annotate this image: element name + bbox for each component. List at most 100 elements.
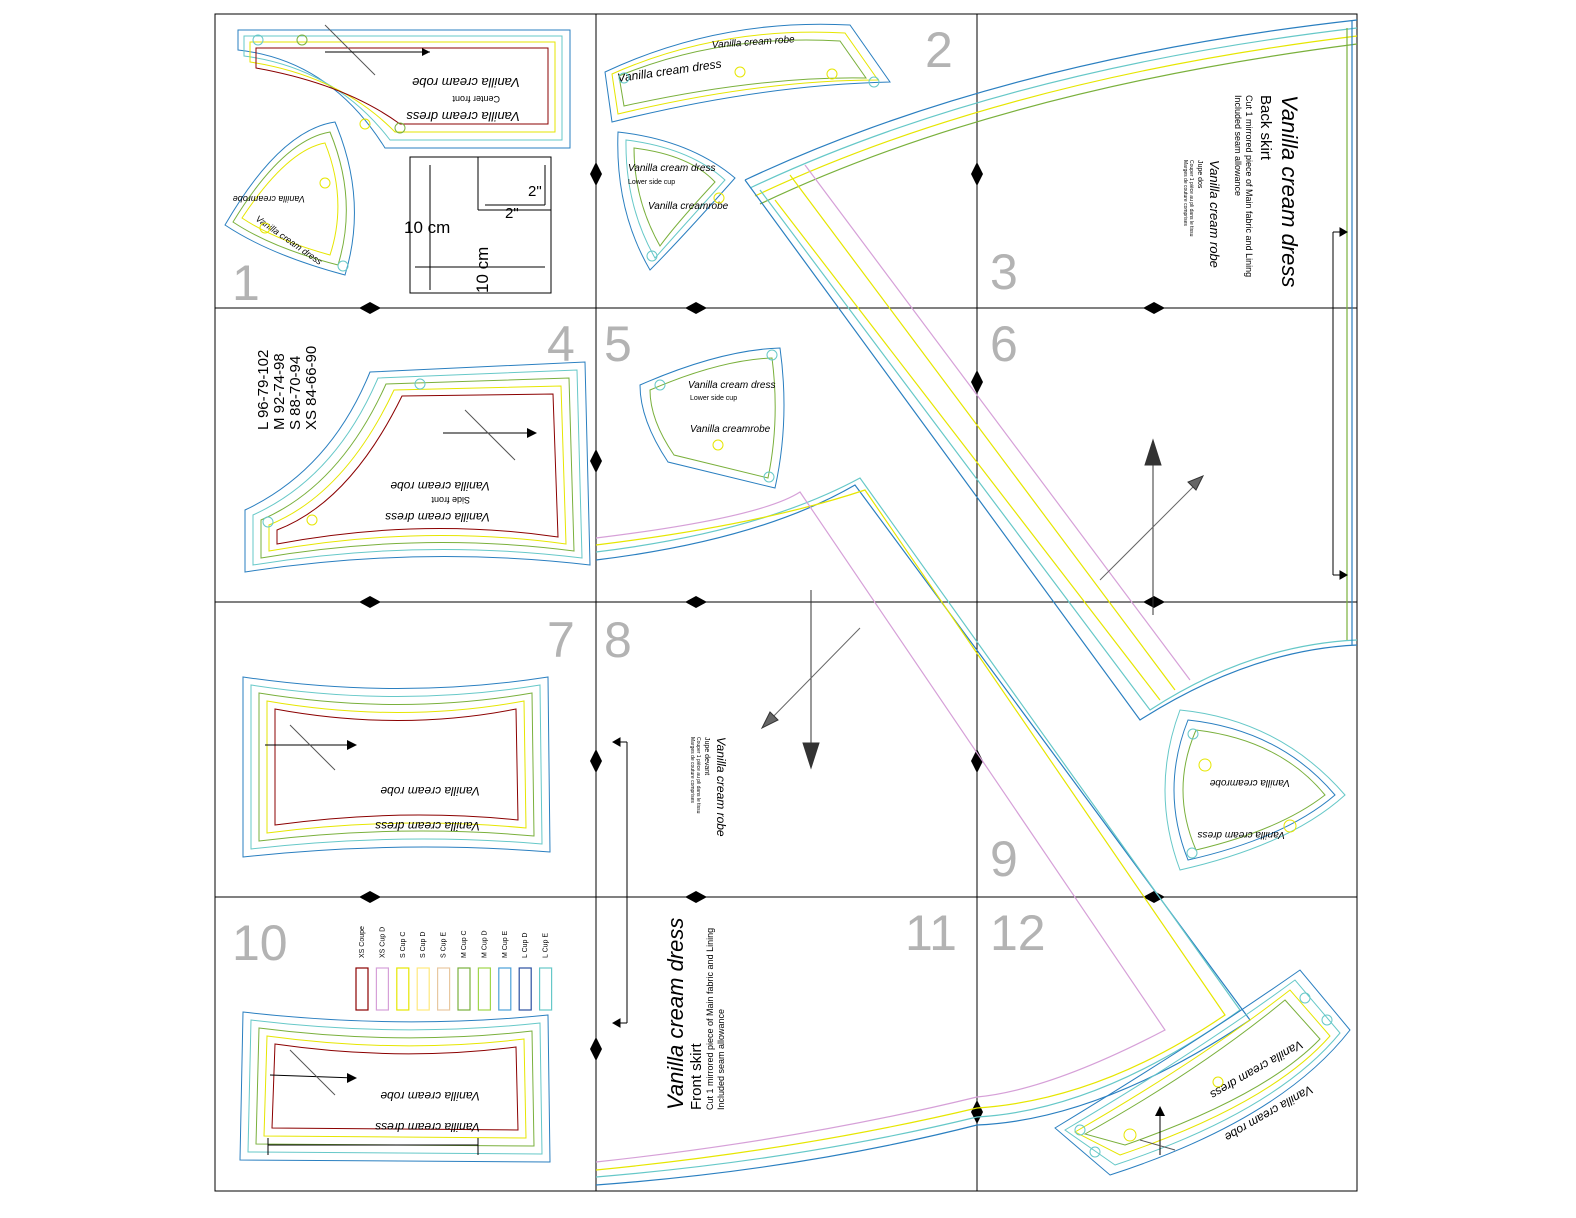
tile-grid bbox=[214, 13, 1358, 1192]
back-skirt-line2: Included seam allowance bbox=[1233, 95, 1243, 196]
grainline-arrows-tile6 bbox=[1099, 438, 1205, 615]
page-number-9: 9 bbox=[990, 831, 1018, 887]
front-skirt-line1: Cut 1 mirrored piece of Main fabric and … bbox=[705, 928, 715, 1110]
robe-label-center: Vanilla cream robe Jupe devant Couper 1 … bbox=[689, 737, 728, 837]
piece-label-robe-tile7: Vanilla cream robe bbox=[380, 784, 480, 798]
piece-label-dress-tile10: Vanilla cream dress bbox=[375, 1120, 480, 1134]
skirt-outlines bbox=[595, 19, 1358, 1186]
size-legend: XS Coupe XS Cup D S Cup C S Cup D S Cup E M C… bbox=[355, 926, 553, 1011]
legend-label: XS Cup D bbox=[379, 927, 386, 958]
page-number-2: 2 bbox=[925, 22, 953, 78]
piece-side-front-tile4: Vanilla cream dress Vanilla cream robe S… bbox=[244, 361, 591, 573]
piece-label-robe-tile10: Vanilla cream robe bbox=[380, 1089, 480, 1103]
grainline-arrows-tile8 bbox=[760, 590, 861, 770]
piece-waistband-tile7: Vanilla cream dress Vanilla cream robe bbox=[242, 676, 551, 858]
back-skirt-fr-title: Vanilla cream robe bbox=[1207, 160, 1222, 268]
scale-10cm-side: 10 cm bbox=[404, 218, 450, 237]
piece-label-robe: Vanilla cream robe bbox=[412, 75, 520, 90]
robe-center-piece: Jupe devant bbox=[703, 737, 710, 775]
piece-label-side-front: Side front bbox=[431, 495, 470, 505]
piece-label-dress-tile4: Vanilla cream dress bbox=[385, 510, 490, 524]
fold-line-back bbox=[1332, 227, 1349, 580]
page-number-1: 1 bbox=[232, 255, 260, 311]
back-skirt-line1: Cut 1 mirrored piece of Main fabric and … bbox=[1244, 95, 1254, 277]
piece-label-robe-tile2: Vanilla cream robe bbox=[711, 34, 795, 51]
legend-label: XS Coupe bbox=[359, 926, 366, 958]
legend-swatch bbox=[396, 967, 410, 1011]
back-skirt-fr-line2: Marges de couture comprises bbox=[1182, 160, 1188, 226]
page-number-12: 12 bbox=[990, 905, 1046, 961]
piece-label-robe-tri2: Vanilla creamrobe bbox=[648, 201, 729, 212]
legend-label: M Cup E bbox=[502, 930, 509, 958]
legend-label: L Cup E bbox=[543, 933, 550, 958]
piece-label-robe-tile4: Vanilla cream robe bbox=[390, 479, 490, 493]
back-skirt-fr-piece: Jupe dos bbox=[1196, 160, 1203, 189]
size-l: L 96-79-102 bbox=[255, 350, 272, 430]
page-number-7: 7 bbox=[547, 612, 575, 668]
legend-swatch bbox=[355, 967, 369, 1011]
legend-swatch bbox=[416, 967, 430, 1011]
piece-label-dress-tile7: Vanilla cream dress bbox=[375, 819, 480, 833]
robe-center-line2: Marges de couture comprises bbox=[689, 737, 695, 803]
page-number-6: 6 bbox=[990, 316, 1018, 372]
legend-swatch bbox=[437, 967, 451, 1011]
piece-lower-front-tile12: Vanilla cream dress Vanilla cream robe bbox=[1054, 969, 1351, 1176]
piece-label-lower-side-tri2: Lower side cup bbox=[628, 179, 675, 186]
page-number-11: 11 bbox=[905, 905, 957, 961]
piece-center-front-tile1: Vanilla cream dress Vanilla cream robe C… bbox=[237, 24, 571, 149]
front-skirt-title: Vanilla cream dress bbox=[663, 918, 688, 1110]
back-skirt-piece: Back skirt bbox=[1257, 95, 1274, 161]
legend-swatch bbox=[538, 967, 553, 1011]
scale-square bbox=[409, 156, 552, 294]
size-xs: XS 84-66-90 bbox=[303, 346, 320, 430]
piece-label-dress: Vanilla cream dress bbox=[406, 109, 520, 124]
piece-label-dress-tile12: Vanilla cream dress bbox=[1208, 1037, 1306, 1102]
scale-2in-bottom: 2" bbox=[505, 205, 519, 222]
legend-label: S Cup C bbox=[400, 932, 407, 958]
legend-swatch bbox=[375, 967, 389, 1011]
back-skirt-title: Vanilla cream dress bbox=[1277, 95, 1302, 287]
piece-label-lower-side-tri5: Lower side cup bbox=[690, 395, 737, 402]
size-m: M 92-74-98 bbox=[271, 353, 288, 430]
front-skirt-label: Vanilla cream dress Front skirt Cut 1 mi… bbox=[663, 918, 726, 1110]
page-number-3: 3 bbox=[990, 244, 1018, 300]
page-number-8: 8 bbox=[604, 612, 632, 668]
legend-swatch bbox=[498, 967, 512, 1011]
piece-triangle-tile1: Vanilla creamrobe Vanilla cream dress bbox=[224, 121, 355, 276]
sizes-list: L 96-79-102 M 92-74-98 S 88-70-94 XS 84-… bbox=[255, 346, 320, 430]
piece-triangle-tile5: Vanilla cream dress Lower side cup Vanil… bbox=[639, 347, 785, 489]
page-number-5: 5 bbox=[604, 316, 632, 372]
legend-swatch bbox=[457, 967, 471, 1011]
front-skirt-piece: Front skirt bbox=[688, 1042, 705, 1110]
back-skirt-fr-line1: Couper 1 pièce au pli dans le tissu bbox=[1188, 160, 1194, 237]
page-number-10: 10 bbox=[232, 915, 288, 971]
piece-label-robe-small: Vanilla creamrobe bbox=[233, 194, 305, 204]
legend-label: M Cup D bbox=[481, 930, 488, 958]
piece-label-dress-small: Vanilla cream dress bbox=[254, 213, 325, 267]
notch-markers bbox=[252, 34, 1333, 1158]
piece-triangle-tile9: Vanilla creamrobe Vanilla cream dress bbox=[1164, 709, 1346, 871]
piece-label-dress-tri2: Vanilla cream dress bbox=[628, 163, 715, 174]
piece-label-dress-tile2: Vanilla cream dress bbox=[616, 57, 722, 85]
piece-lower-front-tile2: Vanilla cream robe Vanilla cream dress bbox=[604, 23, 891, 123]
scale-10cm-bottom: 10 cm bbox=[473, 247, 492, 293]
legend-label: S Cup E bbox=[441, 932, 448, 958]
robe-center-line1: Couper 1 pièce au pli dans le tissu bbox=[695, 737, 701, 814]
alignment-diamonds bbox=[359, 162, 1165, 1124]
piece-label-center-front: Center front bbox=[452, 94, 500, 104]
legend-label: S Cup D bbox=[420, 932, 427, 958]
legend-swatch bbox=[518, 967, 532, 1011]
robe-center-title: Vanilla cream robe bbox=[714, 737, 728, 837]
piece-waistband-tile10: Vanilla cream dress Vanilla cream robe bbox=[239, 1011, 551, 1163]
piece-label-dress-tri5: Vanilla cream dress bbox=[688, 380, 775, 391]
back-skirt-label: Vanilla cream dress Back skirt Cut 1 mir… bbox=[1182, 95, 1302, 287]
size-s: S 88-70-94 bbox=[287, 356, 304, 430]
page-numbers: 1 2 3 4 5 6 7 8 9 10 11 12 bbox=[232, 22, 1046, 971]
fold-line-front bbox=[611, 737, 628, 1028]
piece-label-robe-tri5: Vanilla creamrobe bbox=[690, 424, 771, 435]
legend-label: M Cup C bbox=[461, 930, 468, 958]
piece-triangle-tile2: Vanilla cream dress Lower side cup Vanil… bbox=[617, 131, 736, 271]
piece-label-robe-tile12: Vanilla cream robe bbox=[1222, 1082, 1316, 1144]
legend-swatch bbox=[477, 967, 491, 1011]
